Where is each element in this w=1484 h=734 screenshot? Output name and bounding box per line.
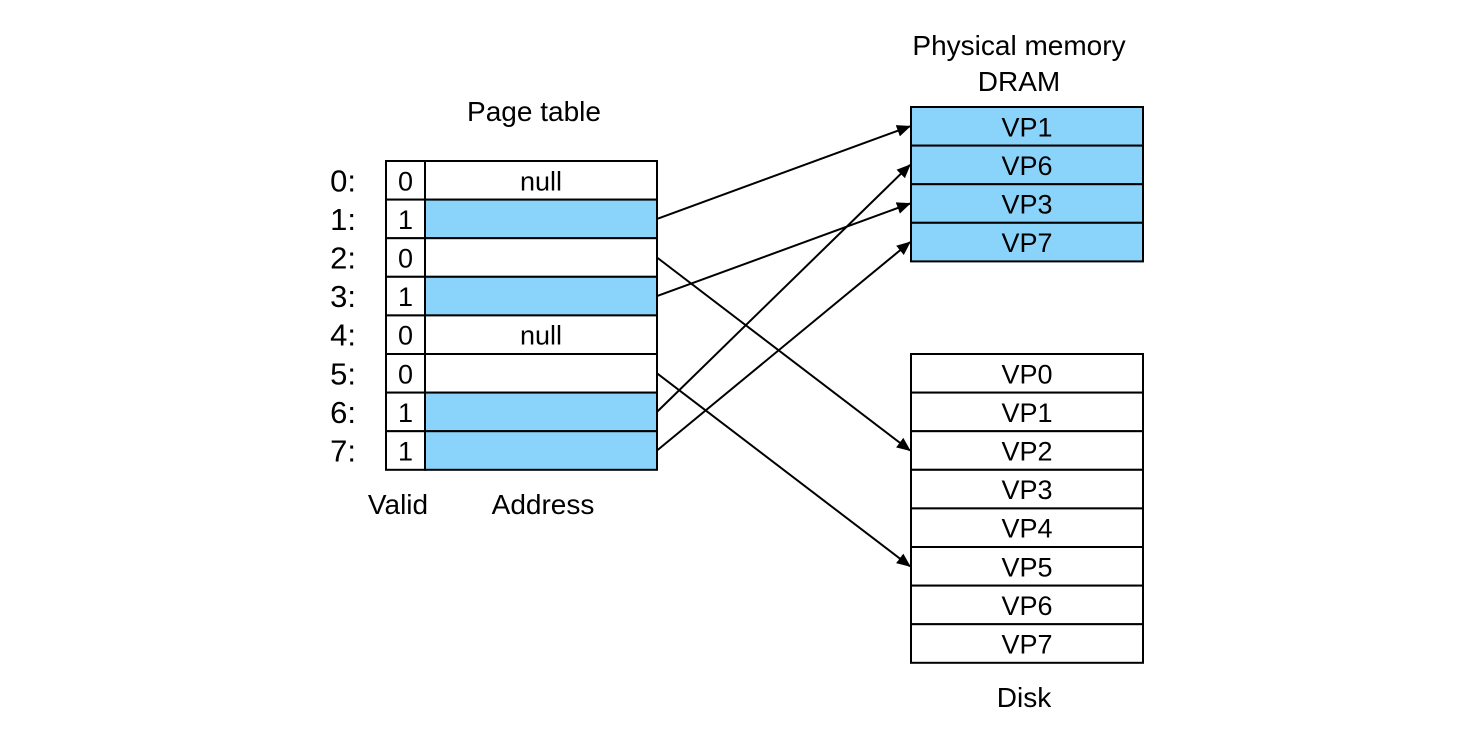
address-value: null: [520, 321, 562, 351]
row-index-label: 4:: [330, 318, 356, 353]
page-table-row: 3: 1: [330, 275, 658, 317]
mapping-arrows: [656, 125, 911, 568]
disk-page-label: VP4: [1001, 514, 1052, 544]
page-table: 0: 0 null 1: 1 2: 0 3: 1 4: 0 null 5: 0 6: 1 7: 1: [330, 160, 658, 471]
address-cell: [424, 430, 658, 471]
page-table-row: 6: 1: [330, 391, 658, 433]
mapping-arrow-to-dram: [656, 202, 911, 298]
dram-page-label: VP6: [1001, 151, 1052, 181]
mapping-arrow-to-disk: [656, 256, 911, 452]
mapping-arrow-to-disk: [656, 372, 911, 568]
dram-page-slot: [910, 106, 1144, 147]
address-cell: [424, 160, 658, 201]
page-table-row: 2: 0: [330, 237, 658, 278]
disk-page-slot: [910, 623, 1144, 664]
address-cell: [424, 198, 658, 240]
valid-bit-value: 0: [398, 244, 413, 274]
mapping-arrow-to-dram: [656, 125, 911, 220]
valid-bit-value: 1: [398, 437, 413, 467]
address-cell: [424, 353, 658, 394]
dram-page-label: VP7: [1001, 228, 1052, 258]
row-index-label: 7:: [330, 434, 356, 469]
page-table-row: 7: 1: [330, 430, 658, 471]
valid-bit-cell: [385, 430, 426, 471]
disk-page-slot: [910, 507, 1144, 548]
disk-page-slot: [910, 430, 1144, 471]
disk-page-label: VP2: [1001, 437, 1052, 467]
valid-bit-value: 1: [398, 282, 413, 312]
disk-page-label: VP7: [1001, 630, 1052, 660]
disk-page-label: VP3: [1001, 475, 1052, 505]
address-cell: [424, 391, 658, 433]
address-cell: [424, 237, 658, 278]
row-index-label: 2:: [330, 241, 356, 276]
valid-bit-value: 0: [398, 359, 413, 389]
address-column-header: Address: [492, 489, 595, 520]
page-table-row: 0: 0 null: [330, 160, 658, 201]
valid-bit-value: 1: [398, 398, 413, 428]
address-cell: [424, 275, 658, 317]
dram-page-slot: [910, 221, 1144, 263]
disk-page-slot: [910, 546, 1144, 587]
page-table-row: 1: 1: [330, 198, 658, 240]
valid-column-header: Valid: [368, 489, 428, 520]
dram-page-slot: [910, 144, 1144, 186]
row-index-label: 3:: [330, 279, 356, 314]
physical-memory-title: Physical memory: [912, 30, 1125, 61]
valid-bit-cell: [385, 353, 426, 394]
mapping-arrow-to-dram: [656, 241, 911, 452]
disk-page-slot: [910, 391, 1144, 433]
row-index-label: 1:: [330, 202, 356, 237]
row-index-label: 0:: [330, 163, 356, 198]
page-table-title: Page table: [467, 96, 601, 127]
disk-page-label: VP6: [1001, 591, 1052, 621]
valid-bit-value: 0: [398, 321, 413, 351]
disk-page-label: VP1: [1001, 398, 1052, 428]
address-value: null: [520, 166, 562, 196]
page-table-row: 4: 0 null: [330, 314, 658, 355]
row-index-label: 6:: [330, 395, 356, 430]
row-index-label: 5:: [330, 356, 356, 391]
disk-title: Disk: [997, 682, 1052, 713]
dram-page-label: VP1: [1001, 112, 1052, 142]
disk-page-slot: [910, 468, 1144, 510]
mapping-arrow-to-dram: [656, 164, 911, 413]
disk-page-label: VP0: [1001, 359, 1052, 389]
page-table-row: 5: 0: [330, 353, 658, 394]
dram-page-label: VP3: [1001, 190, 1052, 220]
disk-page-slot: [910, 584, 1144, 626]
valid-bit-value: 1: [398, 205, 413, 235]
valid-bit-value: 0: [398, 166, 413, 196]
disk-page-label: VP5: [1001, 552, 1052, 582]
dram-title: DRAM: [978, 66, 1060, 97]
